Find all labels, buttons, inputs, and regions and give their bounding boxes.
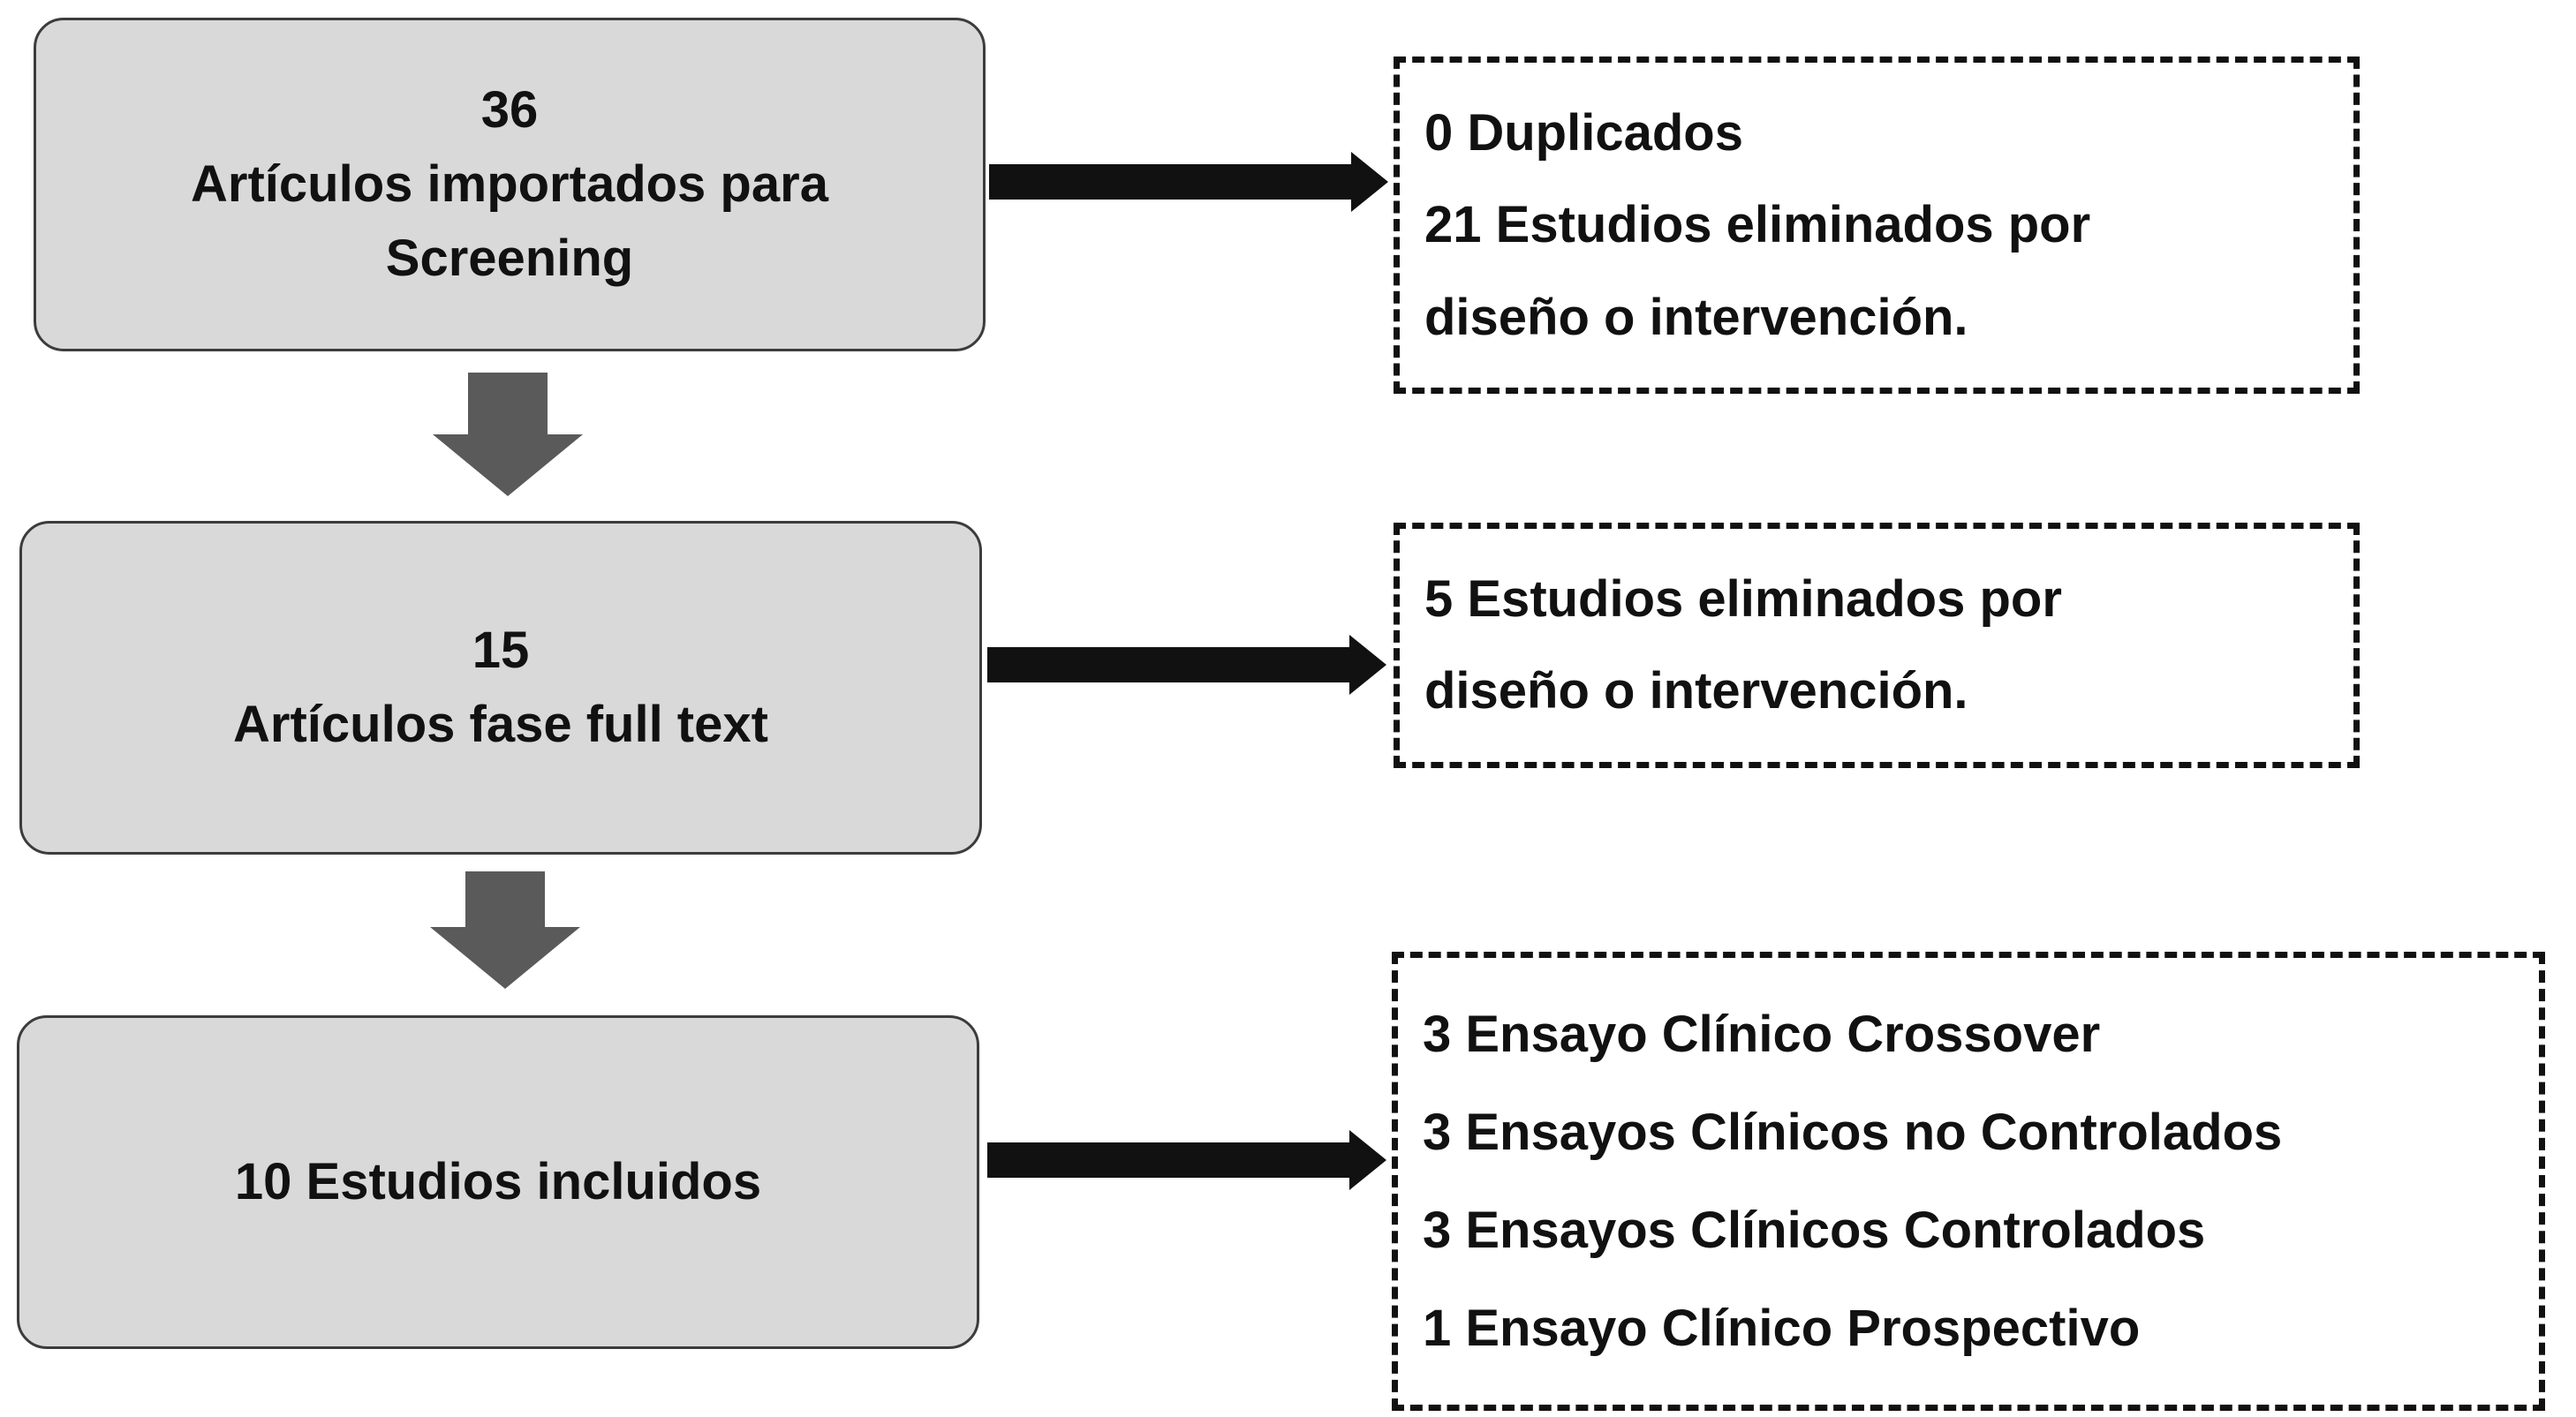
study-type-line: 3 Ensayos Clínicos no Controlados [1423,1103,2283,1161]
included-label: 10 Estudios incluidos [234,1152,762,1210]
fulltext-exclusions-note: 5 Estudios eliminados por diseño o inter… [1394,523,2360,768]
fulltext-label: Artículos fase full text [233,696,768,753]
down-arrow-1 [433,373,583,496]
note-line: 21 Estudios eliminados por [1424,196,2091,254]
screening-count: 36 [480,80,539,139]
study-type-line: 3 Ensayo Clínico Crossover [1423,1005,2101,1063]
included-study-types-note: 3 Ensayo Clínico Crossover 3 Ensayos Clí… [1392,952,2545,1411]
study-type-line: 3 Ensayos Clínicos Controlados [1423,1201,2206,1259]
fulltext-box: 15 Artículos fase full text [19,521,982,855]
down-arrow-2 [430,871,580,989]
included-box: 10 Estudios incluidos [17,1015,979,1349]
note-line: 5 Estudios eliminados por [1424,569,2062,628]
note-line: diseño o intervención. [1424,662,1968,720]
screening-box: 36 Artículos importados para Screening [34,18,986,351]
screening-exclusions-note: 0 Duplicados 21 Estudios eliminados por … [1394,57,2360,394]
note-line: diseño o intervención. [1424,288,1968,346]
right-arrow-1 [989,152,1388,212]
study-type-line: 1 Ensayo Clínico Prospectivo [1423,1299,2141,1357]
fulltext-count: 15 [472,621,530,679]
right-arrow-2 [987,635,1386,695]
screening-label-line1: Artículos importados para [191,155,828,213]
note-line: 0 Duplicados [1424,103,1743,162]
right-arrow-3 [987,1130,1386,1190]
screening-label-line2: Screening [385,230,634,288]
